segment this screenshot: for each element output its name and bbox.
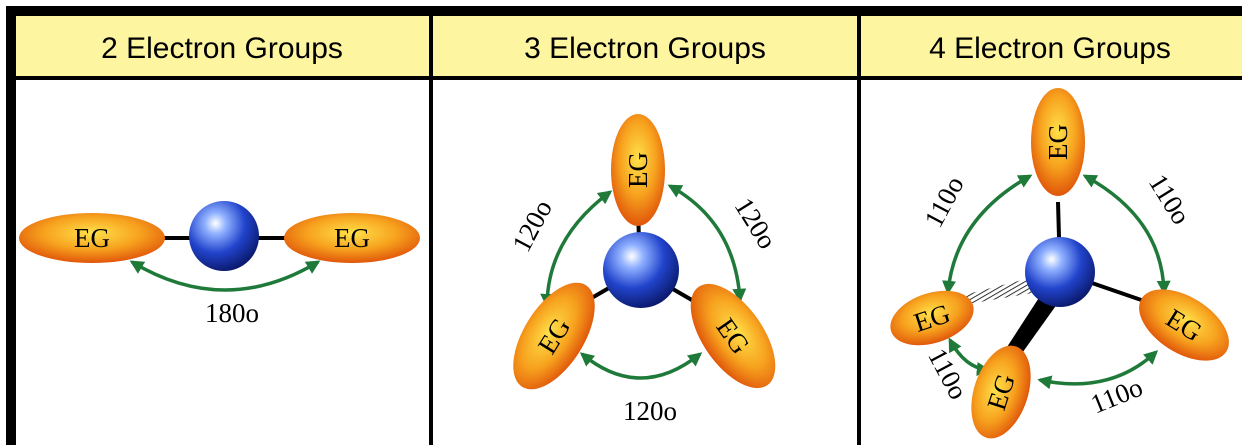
eg-label: EG xyxy=(334,223,370,253)
eg-label: EG xyxy=(1043,124,1073,160)
angle-label: 120o xyxy=(729,192,783,254)
panel-3-title: 4 Electron Groups xyxy=(929,32,1171,65)
angle-label: 120o xyxy=(506,195,558,257)
electron-group-lobe: EG xyxy=(1031,88,1085,196)
electron-group-lobe: EG xyxy=(690,283,776,389)
central-atom xyxy=(1025,237,1095,307)
panel-1-title: 2 Electron Groups xyxy=(101,32,343,65)
angle-label: 110o xyxy=(922,343,973,404)
panel-2-diagram: EG EG EG 120o 120o 120o xyxy=(506,114,783,426)
central-atom xyxy=(189,201,259,271)
electron-group-lobe: EG xyxy=(611,114,665,226)
eg-label: EG xyxy=(623,152,653,188)
angle-arrow-110-upper-left xyxy=(942,174,1033,295)
angle-label: 180o xyxy=(205,298,259,328)
electron-group-lobe: EG xyxy=(1139,289,1229,361)
panel-2-title: 3 Electron Groups xyxy=(524,32,766,65)
angle-label: 120o xyxy=(623,396,677,426)
angle-arrow-120-right xyxy=(667,184,747,303)
angle-label: 110o xyxy=(1086,372,1146,420)
table-grid xyxy=(6,6,1242,445)
angle-label: 110o xyxy=(918,171,969,232)
angle-label: 110o xyxy=(1143,169,1197,230)
angle-arrow-180 xyxy=(129,260,321,292)
panel-3-diagram: EG EG EG EG 110o 110o 110o 110o xyxy=(890,88,1229,439)
panel-1-diagram: EG EG 180o xyxy=(19,201,420,328)
electron-group-lobe: EG xyxy=(890,290,974,346)
angle-arrow-120-left xyxy=(540,190,613,308)
electron-group-lobe: EG xyxy=(19,213,165,263)
panel-1-header-bg xyxy=(14,16,430,78)
eg-label: EG xyxy=(74,223,110,253)
angle-arrow-120-bottom xyxy=(579,352,703,380)
panel-2-header-bg xyxy=(432,16,858,78)
central-atom xyxy=(603,232,679,308)
panel-3-header-bg xyxy=(860,16,1242,78)
electron-group-lobe: EG xyxy=(513,282,595,390)
electron-group-lobe: EG xyxy=(971,345,1031,439)
electron-group-lobe: EG xyxy=(284,213,420,263)
angle-arrow-110-upper-right xyxy=(1082,174,1171,295)
angle-arrow-110-lower-right xyxy=(1037,350,1159,390)
